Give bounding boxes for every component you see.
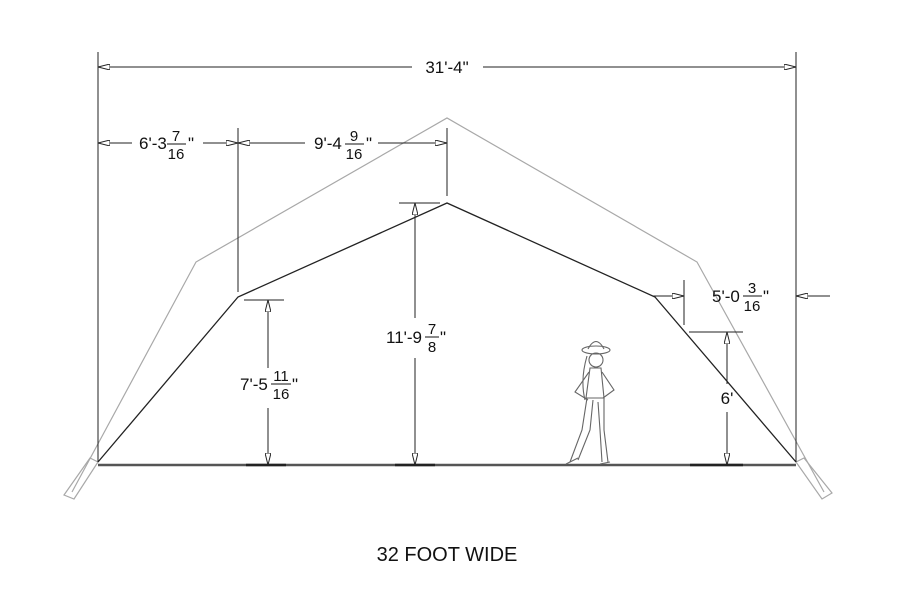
outer-frame: [63, 117, 833, 500]
left-segment-label: 6'-3 7 16 ": [139, 128, 194, 163]
side-height-label: 6': [721, 389, 734, 408]
denominator: 16: [273, 386, 290, 403]
diagram-caption: 32 FOOT WIDE: [376, 544, 518, 566]
inch-mark: ": [188, 134, 194, 153]
whole: 6'-3: [139, 134, 167, 153]
right-offset-label: 5'-0 3 16 ": [712, 280, 769, 315]
center-segment-label: 9'-4 9 16 ": [314, 128, 372, 163]
denominator: 16: [346, 146, 363, 163]
whole: 5'-0: [712, 287, 740, 306]
inch-mark: ": [366, 134, 372, 153]
whole: 9'-4: [314, 134, 342, 153]
overall-width-label: 31'-4": [425, 58, 468, 77]
peak-height-label: 11'-9 7 8 ": [386, 321, 446, 356]
denominator: 16: [168, 146, 185, 163]
numerator: 7: [172, 128, 180, 145]
whole: 11'-9: [386, 328, 422, 347]
inch-mark: ": [440, 328, 446, 347]
person-scale-figure: [565, 340, 615, 465]
eave-height-label: 7'-5 11 16 ": [240, 368, 298, 403]
inch-mark: ": [763, 287, 769, 306]
numerator: 7: [428, 321, 436, 338]
inner-frame: [97, 202, 797, 463]
numerator: 11: [273, 368, 289, 385]
numerator: 3: [748, 280, 756, 297]
numerator: 9: [350, 128, 358, 145]
denominator: 8: [428, 339, 436, 356]
dimension-lines: [98, 67, 830, 465]
denominator: 16: [744, 298, 761, 315]
extension-lines: [97, 52, 797, 467]
inch-mark: ": [292, 375, 298, 394]
whole: 7'-5: [240, 375, 268, 394]
